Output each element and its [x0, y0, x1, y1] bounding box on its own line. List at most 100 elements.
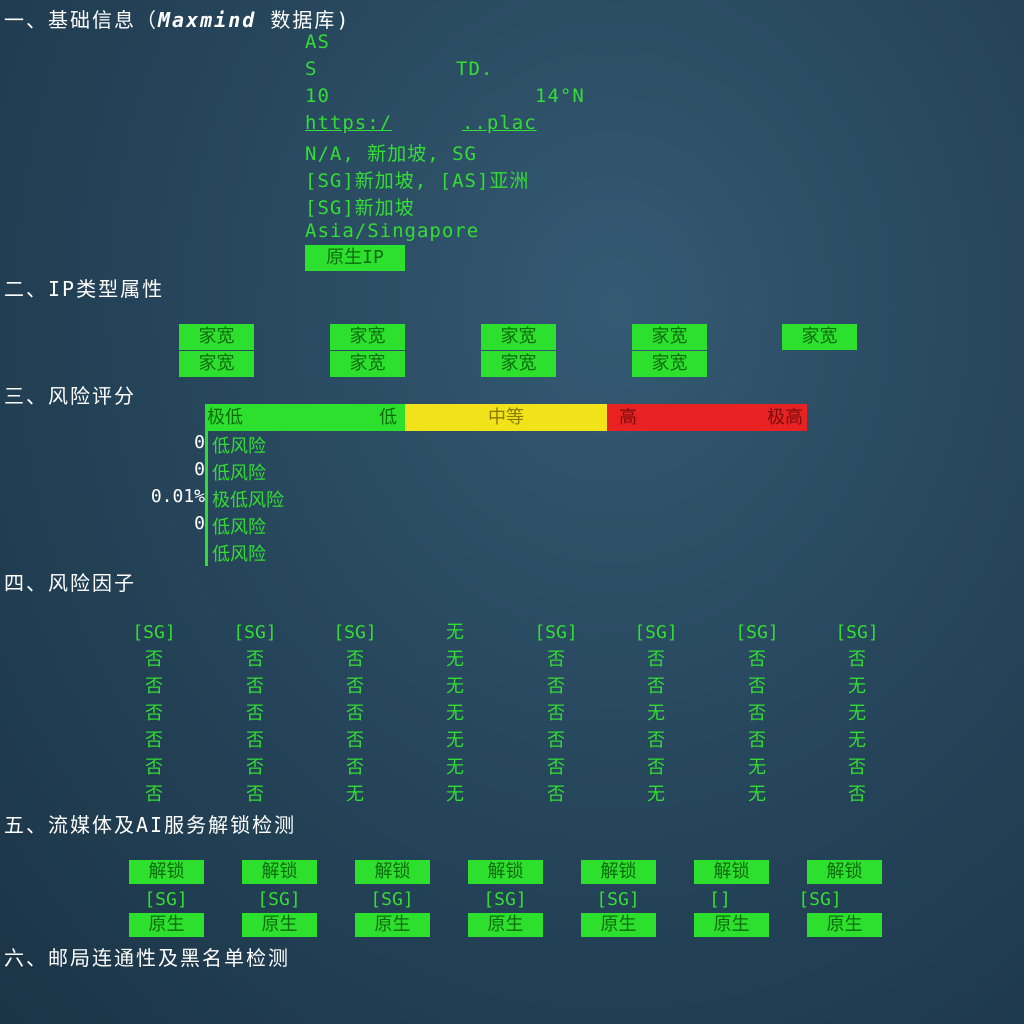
risk-factor-cell: 无: [647, 703, 665, 724]
section-ip-type-title: 二、IP类型属性: [4, 277, 165, 301]
risk-bar-medium-label: 中等: [488, 407, 524, 428]
ip-type-attr-badge: 家宽: [632, 324, 707, 350]
ip-type-attr-badge: 家宽: [179, 351, 254, 377]
section-title-suffix: 数据库): [256, 8, 351, 32]
streaming-type-badge: 原生: [694, 913, 769, 937]
risk-factor-cell: 无: [446, 703, 464, 724]
org-value-part1: S: [305, 58, 318, 80]
timezone-value: Asia/Singapore: [305, 220, 480, 242]
ip-type-attr-badge: 家宽: [481, 351, 556, 377]
risk-factor-cell: 否: [145, 676, 163, 697]
risk-score-marker-line: [205, 430, 208, 566]
city-value: N/A, 新加坡, SG: [305, 143, 477, 165]
streaming-region: [SG]: [370, 889, 414, 910]
ip-type-attr-badge: 家宽: [632, 351, 707, 377]
risk-factor-cell: 否: [346, 676, 364, 697]
risk-score-label: 低风险: [212, 544, 266, 565]
risk-factor-cell: 无: [748, 784, 766, 805]
risk-factor-cell: 否: [748, 649, 766, 670]
map-link-part2[interactable]: ..plac: [462, 112, 537, 134]
risk-factor-cell: [SG]: [233, 622, 277, 643]
risk-factor-cell: 无: [446, 676, 464, 697]
risk-bar-high-label: 高: [619, 407, 637, 428]
risk-factor-cell: 否: [246, 703, 264, 724]
risk-bar-low-label: 低: [379, 407, 397, 428]
risk-factor-cell: 否: [246, 730, 264, 751]
risk-bar-very-high-label: 极高: [767, 407, 803, 428]
risk-factor-cell: 否: [647, 730, 665, 751]
risk-factor-cell: 否: [547, 757, 565, 778]
risk-factor-cell: 否: [346, 649, 364, 670]
risk-factor-cell: [SG]: [735, 622, 779, 643]
risk-score-value: 0: [194, 459, 205, 480]
risk-factor-cell: 否: [547, 730, 565, 751]
risk-factor-cell: 无: [446, 622, 464, 643]
risk-factor-cell: 否: [848, 649, 866, 670]
risk-factor-cell: [SG]: [634, 622, 678, 643]
risk-factor-cell: 无: [647, 784, 665, 805]
streaming-type-badge: 原生: [468, 913, 543, 937]
streaming-region: [SG]: [798, 889, 842, 910]
streaming-status-badge: 解锁: [242, 860, 317, 884]
streaming-type-badge: 原生: [581, 913, 656, 937]
risk-factor-cell: 否: [748, 676, 766, 697]
risk-factor-cell: 否: [145, 784, 163, 805]
risk-factor-cell: 否: [647, 649, 665, 670]
org-value-part2: TD.: [456, 58, 494, 80]
risk-factor-cell: 否: [547, 676, 565, 697]
risk-factor-cell: 否: [547, 649, 565, 670]
risk-factor-cell: 无: [848, 703, 866, 724]
risk-factor-cell: 否: [848, 757, 866, 778]
risk-factor-cell: 否: [346, 730, 364, 751]
streaming-region: [SG]: [144, 889, 188, 910]
section-mail-title: 六、邮局连通性及黑名单检测: [4, 946, 290, 970]
asn-value: AS: [305, 31, 330, 53]
risk-factor-cell: 无: [446, 730, 464, 751]
registered-location-value: [SG]新加坡: [305, 197, 415, 219]
risk-factor-cell: 否: [346, 703, 364, 724]
risk-factor-cell: 否: [647, 757, 665, 778]
risk-factor-cell: 否: [145, 757, 163, 778]
usage-location-value: [SG]新加坡, [AS]亚洲: [305, 170, 530, 192]
risk-factor-cell: 否: [145, 730, 163, 751]
risk-score-label: 低风险: [212, 463, 266, 484]
streaming-type-badge: 原生: [129, 913, 204, 937]
risk-factor-cell: [SG]: [534, 622, 578, 643]
risk-factor-cell: 否: [145, 649, 163, 670]
risk-factor-cell: 无: [446, 784, 464, 805]
section-basic-info-title: 一、基础信息（Maxmind 数据库): [4, 4, 350, 33]
risk-score-label: 低风险: [212, 517, 266, 538]
risk-score-label: 极低风险: [212, 490, 284, 511]
risk-factor-cell: 否: [246, 676, 264, 697]
coords-value-part2: 14°N: [535, 85, 585, 107]
ip-type-attr-badge: 家宽: [782, 324, 857, 350]
streaming-region: []: [709, 889, 731, 910]
risk-factor-cell: 否: [547, 703, 565, 724]
risk-score-value: 0: [194, 432, 205, 453]
streaming-type-badge: 原生: [242, 913, 317, 937]
coords-value-part1: 10: [305, 85, 330, 107]
ip-type-attr-badge: 家宽: [330, 324, 405, 350]
streaming-type-badge: 原生: [355, 913, 430, 937]
risk-factor-cell: 否: [848, 784, 866, 805]
risk-bar-medium-segment: 中等: [405, 404, 607, 431]
section-title-prefix: 一、基础信息（: [4, 8, 158, 32]
risk-factor-cell: 无: [446, 649, 464, 670]
risk-factor-cell: 否: [246, 649, 264, 670]
risk-factor-cell: 否: [748, 730, 766, 751]
section-risk-score-title: 三、风险评分: [4, 384, 136, 408]
risk-bar-high-segment: 高 极高: [607, 404, 807, 431]
streaming-status-badge: 解锁: [468, 860, 543, 884]
streaming-region: [SG]: [596, 889, 640, 910]
streaming-status-badge: 解锁: [355, 860, 430, 884]
streaming-status-badge: 解锁: [129, 860, 204, 884]
streaming-status-badge: 解锁: [581, 860, 656, 884]
risk-score-value: 0.01%: [150, 486, 205, 507]
risk-score-label: 低风险: [212, 436, 266, 457]
ip-type-attr-badge: 家宽: [481, 324, 556, 350]
ip-type-attr-badge: 家宽: [179, 324, 254, 350]
section-risk-factors-title: 四、风险因子: [4, 571, 136, 595]
risk-factor-cell: 无: [346, 784, 364, 805]
map-link-part1[interactable]: https:/: [305, 112, 393, 134]
section-streaming-title: 五、流媒体及AI服务解锁检测: [4, 813, 297, 837]
